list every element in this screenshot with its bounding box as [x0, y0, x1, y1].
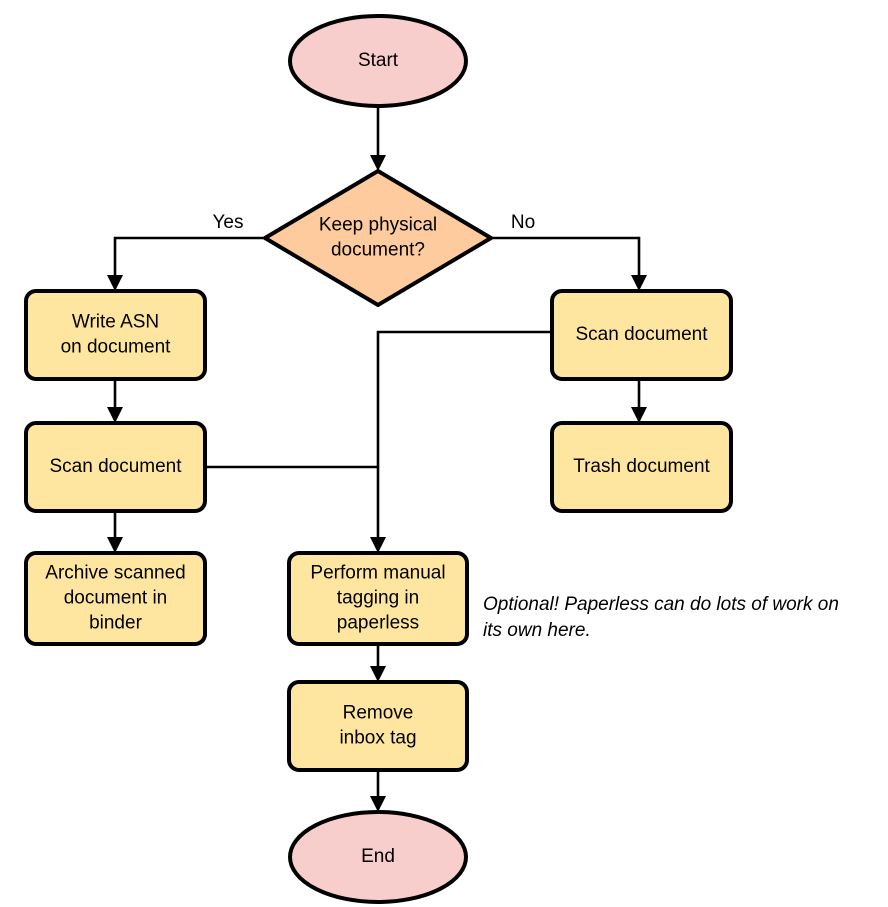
edge-start-to-decision [370, 106, 386, 171]
annotation-line: Optional! Paperless can do lots of work … [483, 594, 839, 615]
arrowhead-icon [107, 537, 123, 553]
edges-layer: Yes No [107, 106, 647, 812]
node-label: Scan document [49, 456, 182, 477]
edge-scan-left-to-archive [107, 511, 123, 553]
node-scan-document-right[interactable]: Scan document [550, 289, 733, 381]
process-shape [287, 551, 469, 646]
edge-line [376, 330, 552, 547]
node-manual-tagging[interactable]: Perform manual tagging in paperless [287, 551, 469, 646]
node-label: Write ASN [72, 312, 159, 333]
process-shape [24, 551, 207, 646]
node-archive-binder[interactable]: Archive scanned document in binder [24, 551, 207, 646]
node-label: on document [61, 337, 172, 358]
process-shape [550, 289, 733, 381]
edge-remove-inbox-to-end [370, 770, 386, 812]
node-label: tagging in [337, 588, 419, 609]
node-label: binder [89, 613, 142, 634]
node-label: Remove [343, 703, 414, 724]
node-label: Perform manual [310, 563, 445, 584]
arrowhead-icon [631, 407, 647, 423]
decision-shape [263, 169, 493, 307]
edge-line [113, 236, 265, 285]
edge-scan-right-to-trash [631, 379, 647, 423]
arrowhead-icon [370, 537, 386, 553]
node-keep-physical[interactable]: Keep physical document? [263, 169, 493, 307]
arrowhead-icon [370, 666, 386, 682]
node-write-asn[interactable]: Write ASN on document [24, 289, 207, 381]
node-label: Scan document [575, 324, 708, 345]
node-scan-document-left[interactable]: Scan document [24, 421, 207, 513]
node-label: document? [331, 240, 425, 261]
node-label: Start [358, 50, 399, 71]
edge-decision-no-to-scan-right: No [491, 212, 647, 291]
arrowhead-icon [107, 275, 123, 291]
node-remove-inbox-tag[interactable]: Remove inbox tag [287, 680, 469, 772]
edge-line [491, 236, 641, 285]
process-shape [550, 421, 733, 513]
edge-scan-right-to-manual-tagging [370, 330, 552, 553]
annotations-layer: Optional! Paperless can do lots of work … [483, 594, 839, 641]
terminator-shape [288, 810, 468, 904]
node-start[interactable]: Start [288, 14, 468, 108]
node-end[interactable]: End [288, 810, 468, 904]
node-label: End [361, 846, 395, 867]
node-label: inbox tag [339, 728, 416, 749]
edge-manual-tagging-to-remove-inbox [370, 644, 386, 682]
node-label: paperless [337, 613, 419, 634]
node-label: document in [64, 588, 168, 609]
edge-label: No [511, 212, 535, 233]
arrowhead-icon [107, 407, 123, 423]
node-label: Archive scanned [45, 563, 185, 584]
arrowhead-icon [631, 275, 647, 291]
node-label: Keep physical [319, 215, 437, 236]
arrowhead-icon [370, 796, 386, 812]
edge-label: Yes [213, 212, 244, 233]
annotation-optional-note: Optional! Paperless can do lots of work … [483, 594, 839, 641]
annotation-line: its own here. [483, 620, 591, 641]
process-shape [287, 680, 469, 772]
terminator-shape [288, 14, 468, 108]
node-label: Trash document [573, 456, 710, 477]
node-trash-document[interactable]: Trash document [550, 421, 733, 513]
arrowhead-icon [370, 155, 386, 171]
edge-write-asn-to-scan-left [107, 379, 123, 423]
process-shape [24, 421, 207, 513]
process-shape [24, 289, 207, 381]
edge-decision-yes-to-write-asn: Yes [107, 212, 265, 291]
